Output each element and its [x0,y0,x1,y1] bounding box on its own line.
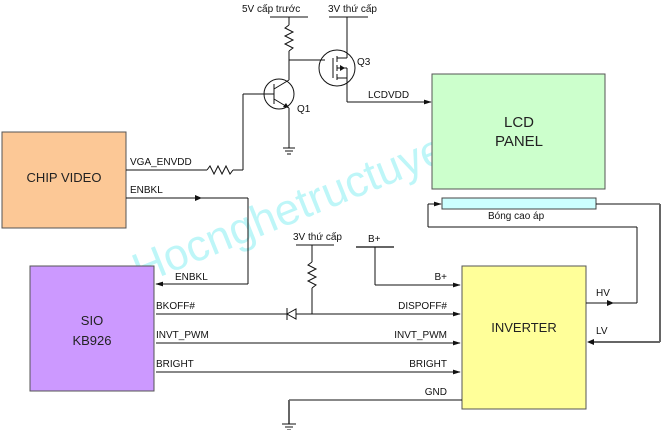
supply-5v-label: 5V cấp trước [242,3,300,15]
supply-3v-top-label: 3V thứ cấp [328,3,377,15]
resistor-icon [283,24,295,52]
arrow-icon [195,195,202,201]
lcd-panel-block: LCD PANEL [431,73,606,190]
backlight-tube: Bóng cao áp [441,197,597,222]
lcdvdd-label: LCDVDD [368,90,409,101]
inverter-label: INVERTER [491,320,557,335]
ground-icon [283,147,295,155]
lcd-panel-label-line1: LCD [504,114,534,131]
arrow-icon [607,300,614,306]
bkoff-label: BKOFF# [156,301,195,312]
ground-icon [282,423,296,430]
bright-out-label: BRIGHT [156,359,194,370]
supply-3v-mid-label: 3V thứ cấp [293,231,342,243]
resistor-icon [206,164,234,176]
q3-mosfet-icon [318,49,356,87]
lv-label: LV [596,326,608,337]
invt-pwm-out-label: INVT_PWM [156,330,209,341]
vga-envdd-label: VGA_ENVDD [130,157,192,168]
resistor-icon [306,261,318,289]
lcd-panel-label-line2: PANEL [495,133,543,150]
enbkl-chip-label: ENBKL [130,185,163,196]
q1-label: Q1 [297,104,311,115]
diode-icon [285,308,297,320]
sio-block: SIO KB926 [29,265,155,392]
chip-video-block: CHIP VIDEO [1,131,127,229]
backlight-tube-label: Bóng cao áp [488,211,545,222]
dispoff-label: DISPOFF# [398,301,447,312]
bplus-in-label: B+ [434,272,447,283]
q3-label: Q3 [357,57,371,68]
q1-transistor-icon [263,78,295,110]
hv-label: HV [596,288,610,299]
invt-pwm-in-label: INVT_PWM [394,330,447,341]
enbkl-sio-label: ENBKL [175,272,208,283]
chip-video-label: CHIP VIDEO [27,170,102,185]
supply-bplus-label: B+ [368,234,381,245]
arrow-icon [587,339,594,345]
inverter-block: INVERTER [461,265,587,410]
sio-label-line1: SIO [81,313,103,328]
sio-label-line2: KB926 [72,333,111,348]
gnd-label: GND [425,387,447,398]
bright-in-label: BRIGHT [409,359,447,370]
